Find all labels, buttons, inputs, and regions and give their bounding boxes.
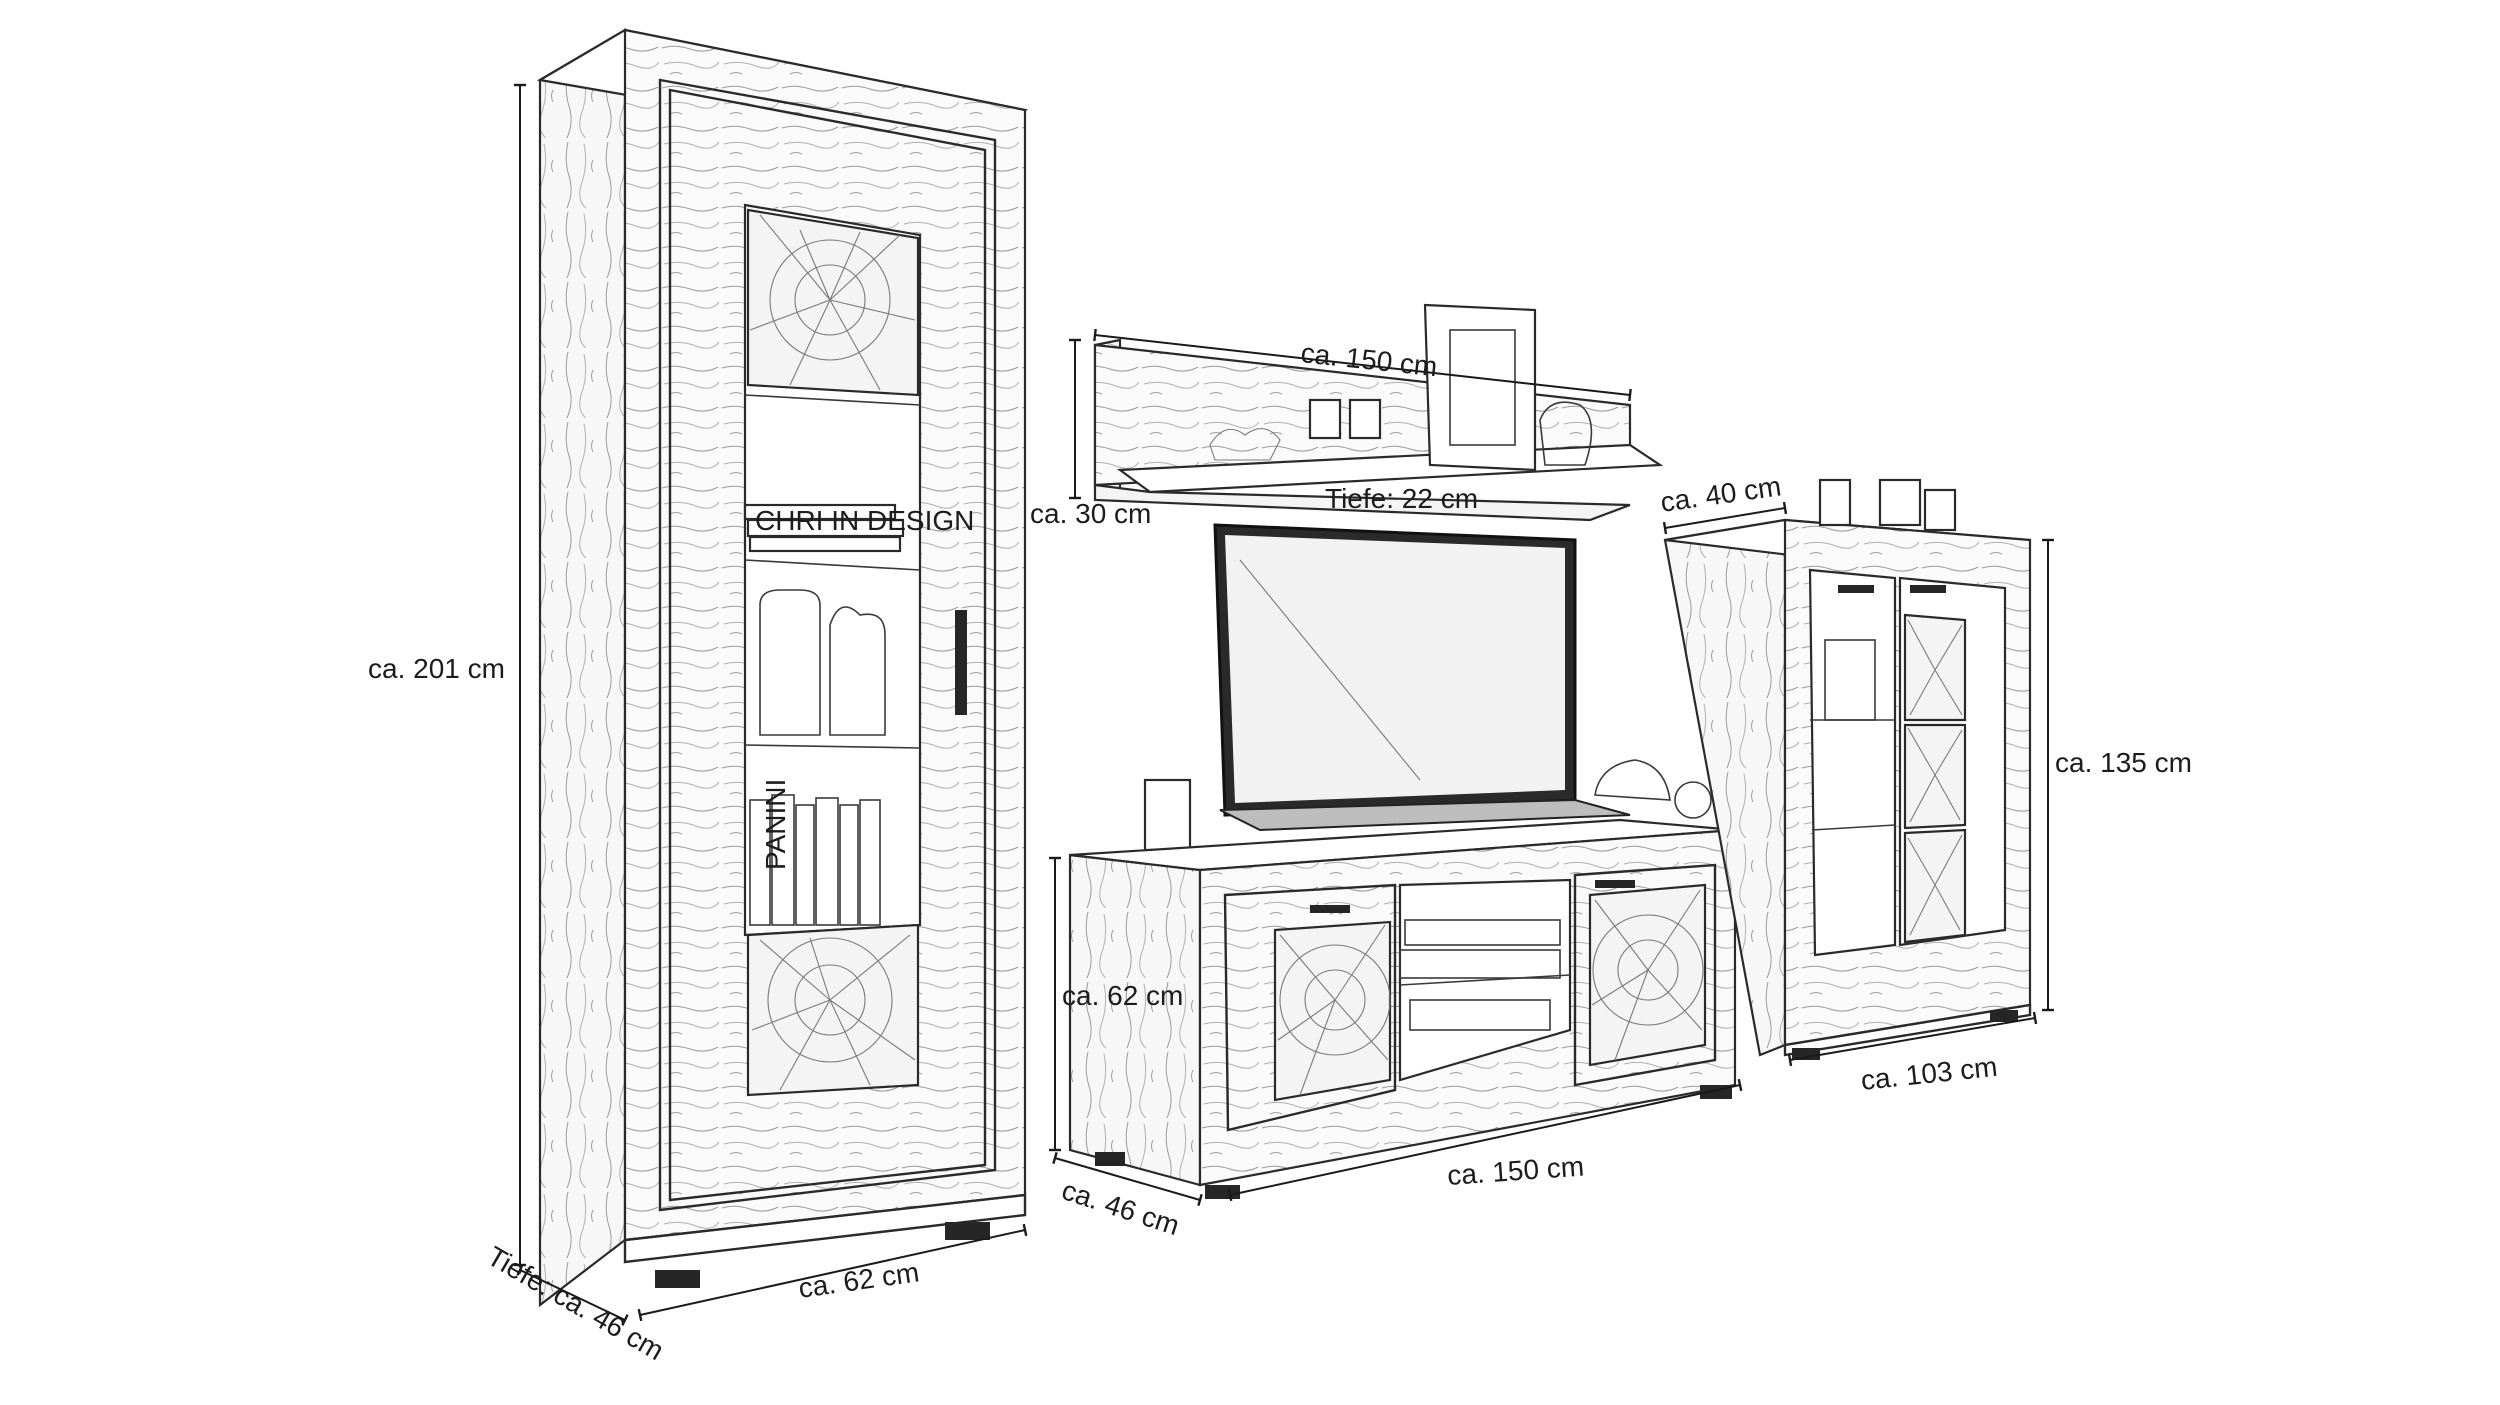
tv-sideboard-depth-label: ca. 46 cm	[1058, 1174, 1183, 1241]
door-handle	[955, 610, 967, 715]
highboard-dimensions	[1662, 501, 2054, 1067]
television	[1143, 523, 1712, 852]
tv-sideboard-width-label: ca. 150 cm	[1446, 1151, 1585, 1191]
shelf-height-label: ca. 30 cm	[1030, 498, 1151, 529]
tall-cabinet-height-label: ca. 201 cm	[368, 653, 505, 684]
book-spine-text-1: CHRI IN DESIGN	[755, 505, 974, 536]
highboard-height-label: ca. 135 cm	[2055, 747, 2192, 778]
tall-cabinet: CHRI IN DESIGN PANINI	[536, 28, 1029, 1308]
wall-shelf-dimensions	[1069, 328, 1632, 500]
highboard	[1663, 478, 2032, 1060]
tv-sideboard-dimensions	[1049, 856, 1743, 1207]
tv-sideboard-height-label: ca. 62 cm	[1062, 980, 1183, 1011]
highboard-width-label: ca. 103 cm	[1859, 1051, 1998, 1096]
shelf-depth-label: Tiefe: 22 cm	[1325, 483, 1478, 514]
tall-cabinet-width-label: ca. 62 cm	[797, 1256, 922, 1304]
book-spine-text-2: PANINI	[760, 779, 791, 870]
tall-cabinet-dimensions	[514, 83, 1028, 1326]
